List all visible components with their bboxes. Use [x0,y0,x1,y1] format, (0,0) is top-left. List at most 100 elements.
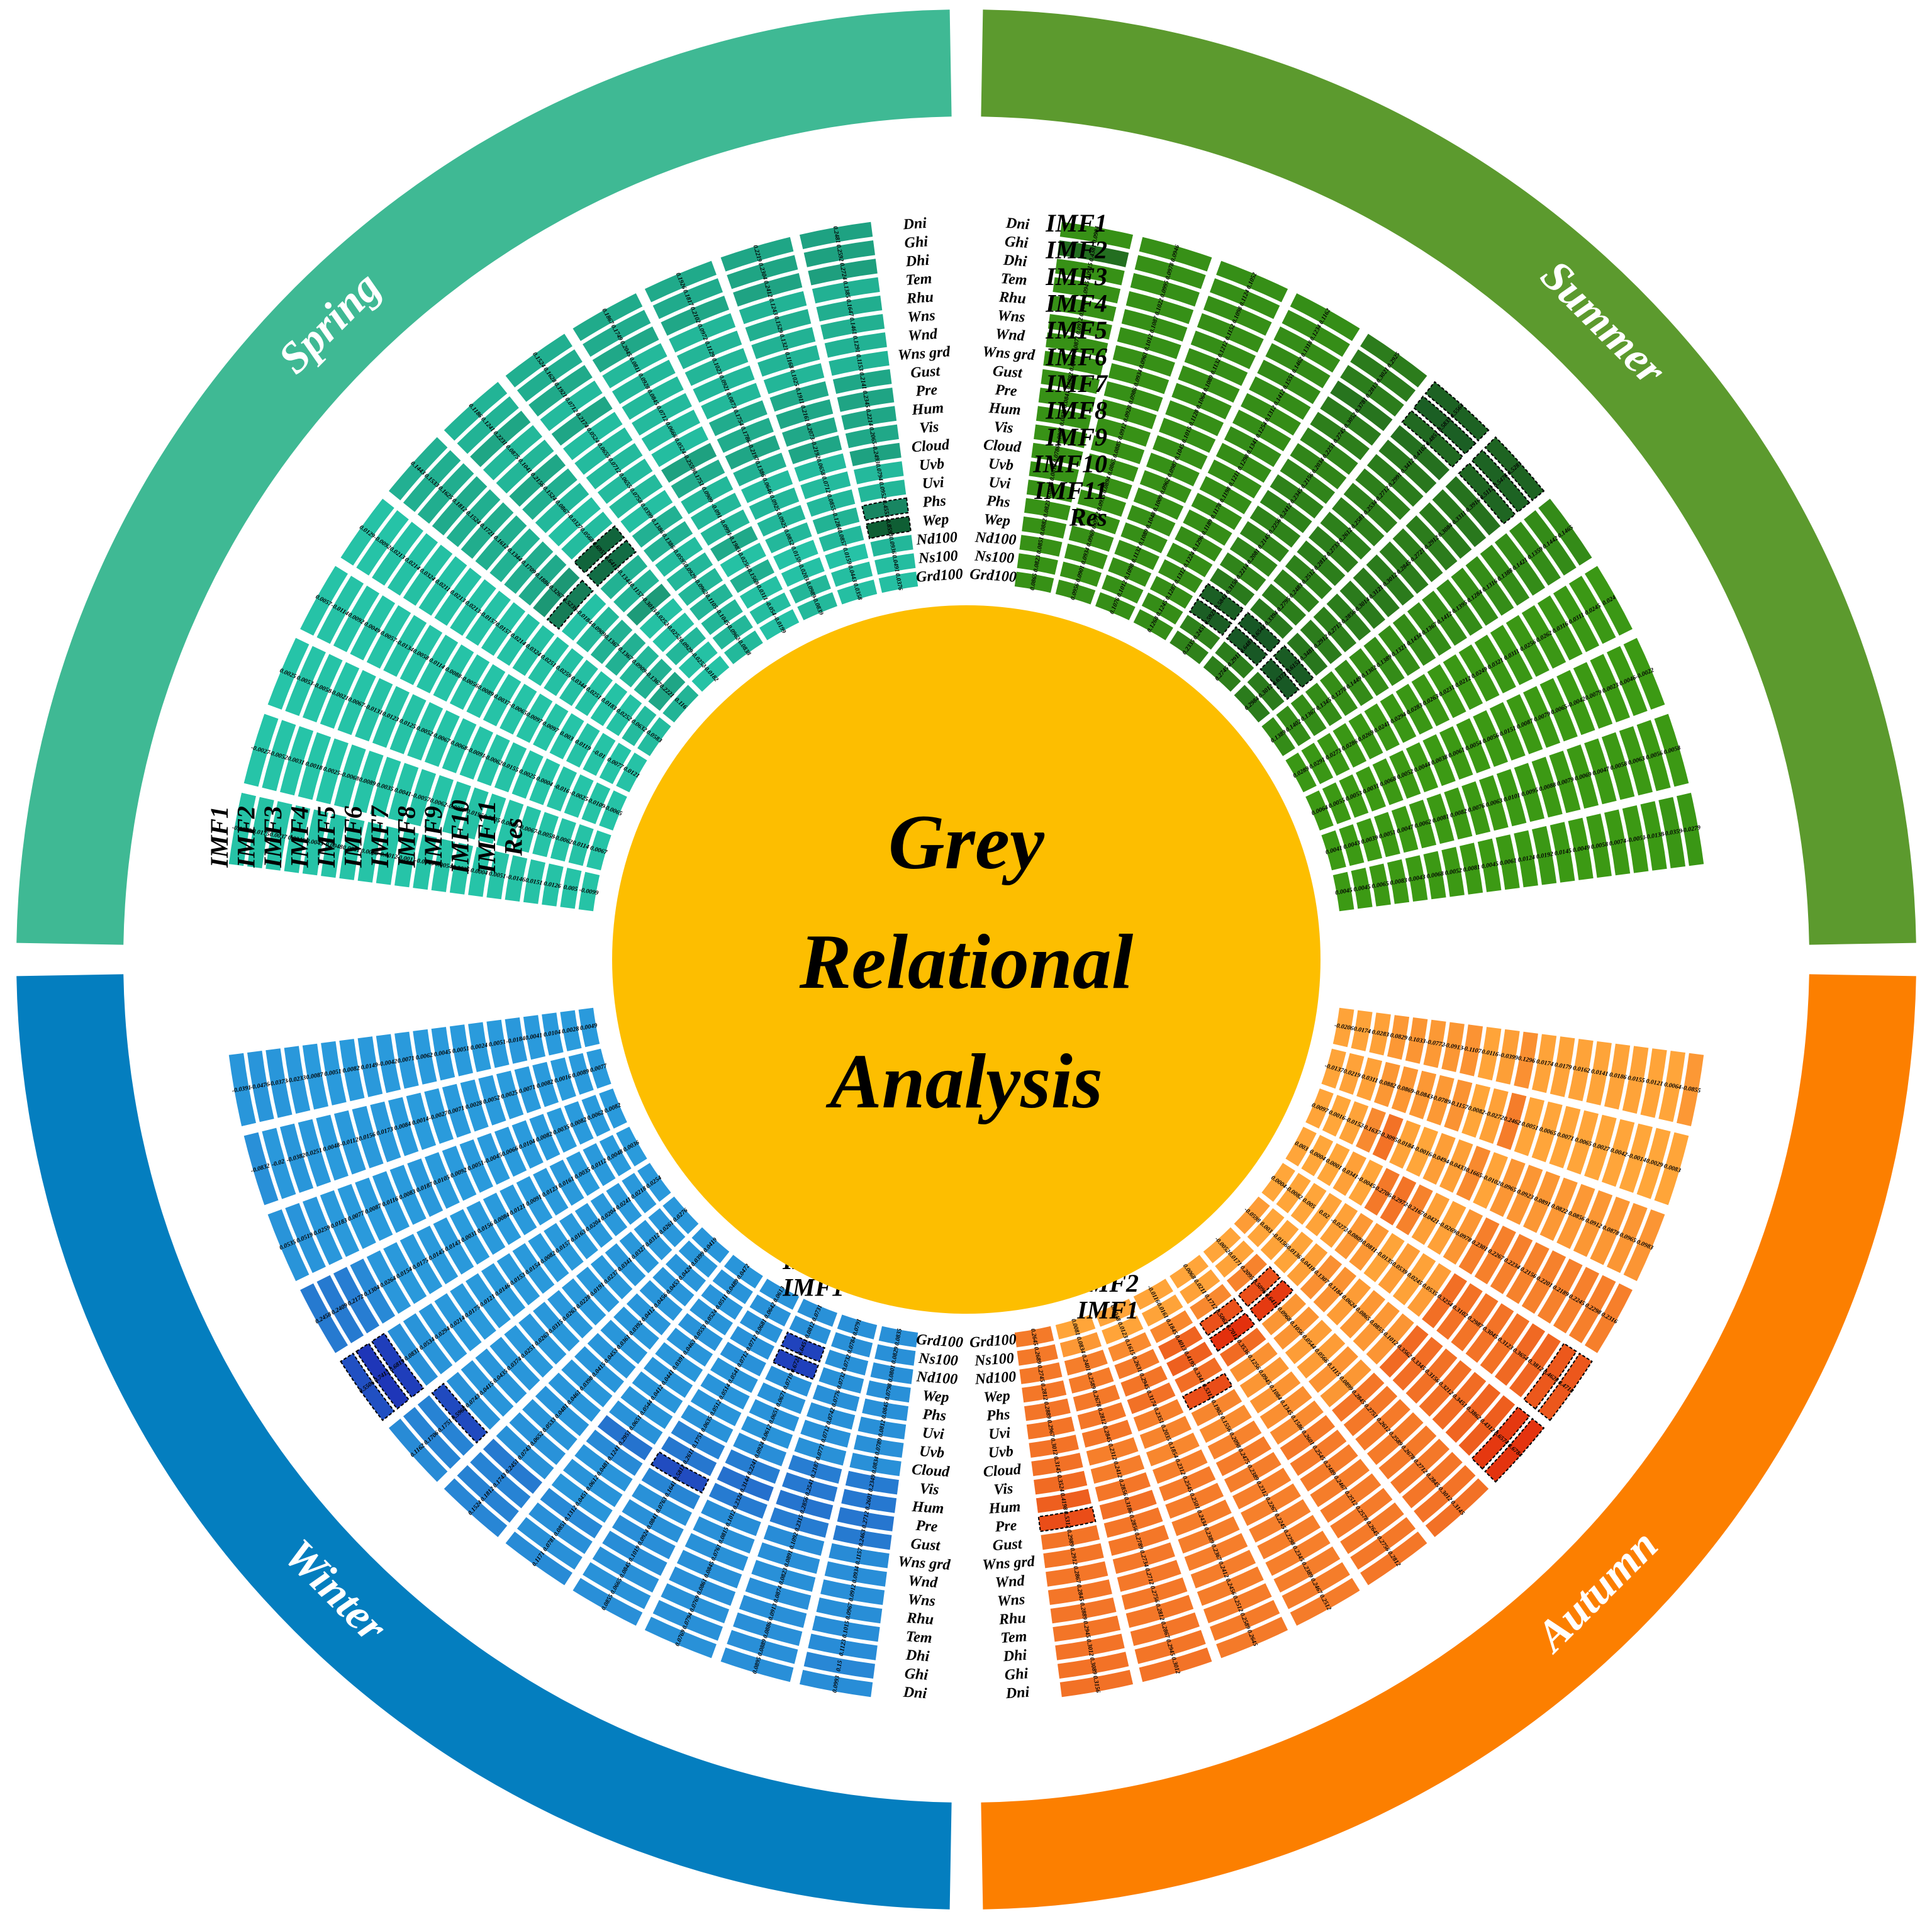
heatmap-cell [1310,411,1370,461]
heatmap-cell [789,574,831,604]
heatmap-cell [1390,425,1450,481]
heatmap-cell [477,734,510,786]
heatmap-cell [1607,646,1648,716]
heatmap-cell [1265,1530,1331,1576]
cell-value-label: 0.0823 [1032,554,1042,573]
heatmap-cell [1496,769,1527,827]
heatmap-cell [1055,1633,1125,1660]
heatmap-cell [1389,750,1421,799]
cell-value-label: 0.0004 [470,867,488,877]
variable-label: Wnd [995,1573,1025,1591]
variable-label: Tem [905,271,932,289]
heatmap-cell [1170,1255,1209,1289]
heatmap-cell [1372,758,1404,805]
heatmap-cell [1139,470,1192,503]
heatmap-cell [1320,1203,1358,1248]
heatmap-cell [340,498,394,566]
heatmap-cell [407,702,444,761]
heatmap-cell [586,443,643,490]
heatmap-cell [1171,383,1232,420]
heatmap-cell [1465,1303,1514,1363]
heatmap-cell [808,259,878,286]
cell-value-label: 0.0046 [288,834,306,844]
heatmap-cell [1539,678,1578,742]
heatmap-cell [1623,1209,1665,1282]
heatmap-cell [532,812,559,858]
heatmap-cell [1178,1516,1240,1554]
variable-label: Uvi [922,1425,945,1443]
cell-value-label: 0.0051 [488,870,506,880]
heatmap-cell [285,646,326,716]
heatmap-cell [1549,751,1581,814]
heatmap-cell [757,505,806,537]
heatmap-cell [1407,1263,1452,1317]
heatmap-cell [468,847,491,897]
heatmap-cell [1261,1293,1307,1336]
heatmap-cell [1568,817,1594,880]
heatmap-cell [284,805,311,873]
cell-value-label: -0.0138 [1644,831,1665,841]
component-label: Res [500,818,528,856]
heatmap-cell [1198,1297,1244,1336]
variable-label: Dni [902,1684,927,1703]
heatmap-cell [1190,1550,1256,1589]
heatmap-cell [870,535,913,557]
heatmap-cell [1024,498,1071,521]
cell-value-label: 0.2812 [1039,1383,1049,1401]
cell-value-label: 0.0491 [891,554,901,573]
heatmap-cell [1320,671,1358,716]
cell-value-label: 0.2889 [1078,1602,1088,1620]
heatmap-cell [1640,1048,1667,1118]
heatmap-cell [1095,592,1136,620]
heatmap-cell [669,313,736,353]
heatmap-cell [874,553,916,575]
heatmap-cell [763,363,825,394]
heatmap-cell [1239,521,1289,562]
heatmap-cell [1159,1466,1216,1501]
heatmap-cell [611,359,676,405]
variable-label: Hum [988,400,1021,419]
heatmap-cell [676,330,742,369]
heatmap-cell [749,487,800,520]
variable-label: Tem [1000,271,1027,289]
heatmap-cell [1392,613,1436,666]
heatmap-cell [690,493,742,530]
heatmap-cell [1658,1051,1685,1122]
heatmap-cell [1234,1196,1270,1234]
heatmap-cell [434,568,482,626]
heatmap-cell [661,442,717,483]
heatmap-cell [1036,406,1092,430]
heatmap-cell [1590,654,1630,723]
heatmap-cell [1436,1283,1483,1340]
heatmap-cell [1590,1196,1630,1265]
heatmap-cell [1285,1126,1317,1167]
heatmap-cell [1636,1127,1671,1199]
heatmap-cell [1458,462,1516,525]
heatmap-cell [542,863,564,907]
cell-value-label: 0.0145 [1554,848,1572,858]
heatmap-cell [302,809,328,876]
heatmap-cell [727,255,798,289]
heatmap-cell [1330,1487,1393,1539]
heatmap-cell [1351,868,1373,909]
cell-value-label: 0.0823 [1058,408,1068,427]
heatmap-cell [574,427,633,475]
heatmap-cell [1432,489,1487,547]
heatmap-cell [1566,744,1599,809]
variable-label: Pre [915,1518,939,1535]
heatmap-cell [247,797,274,868]
heatmap-cell [1332,497,1385,547]
heatmap-cell [720,237,794,272]
heatmap-cell [1290,1183,1327,1225]
heatmap-cell [820,314,885,340]
heatmap-cell [797,592,837,620]
heatmap-cell [652,278,723,319]
heatmap-cell [1209,1312,1256,1352]
heatmap-cell [1538,498,1592,566]
heatmap-cell [1441,847,1465,897]
heatmap-cell [1127,505,1176,537]
heatmap-cell [355,678,393,742]
heatmap-cell [652,612,695,652]
heatmap-cell [1380,693,1417,743]
